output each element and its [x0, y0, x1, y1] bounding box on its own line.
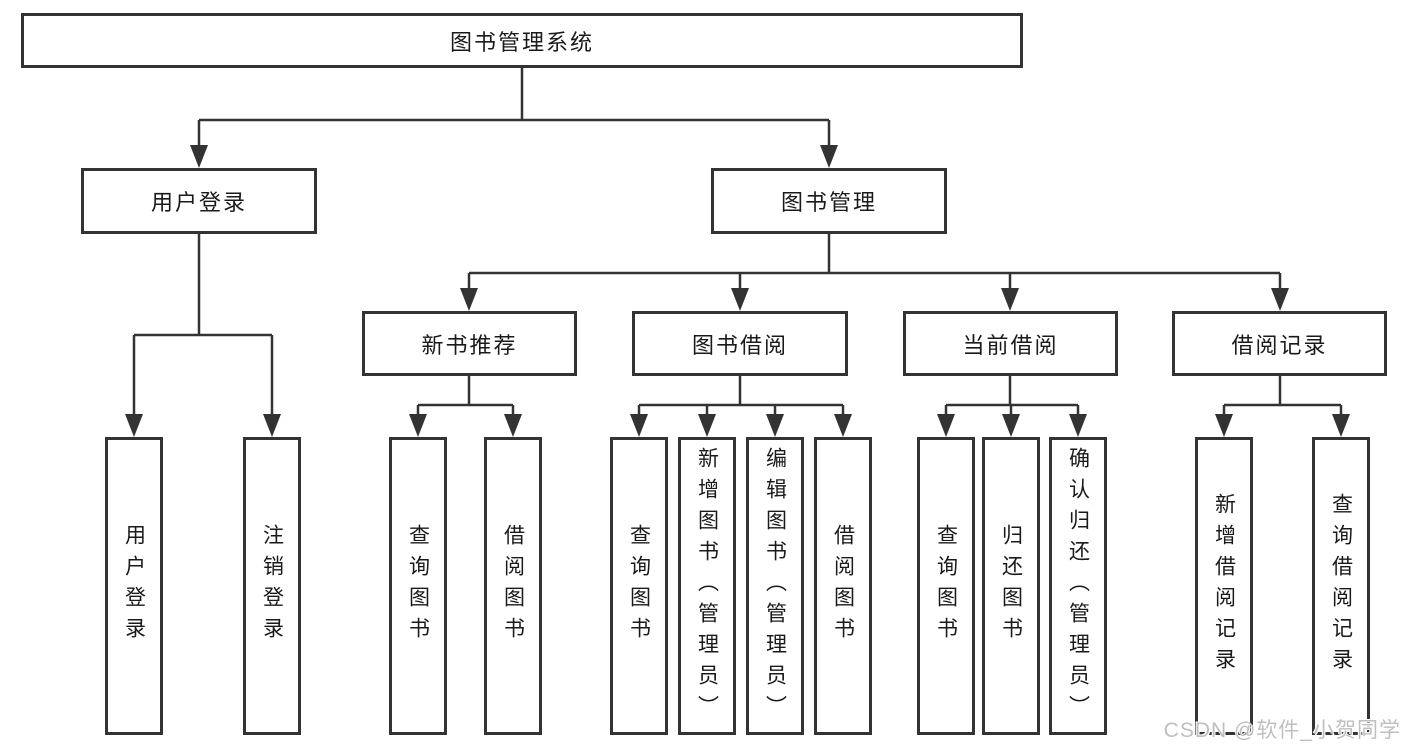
- node-user-login: 用户登录: [81, 168, 317, 234]
- arrow-icon: [1002, 414, 1020, 437]
- arrow-icon: [630, 414, 648, 437]
- leaf-label: 新增图书（管理员）: [695, 446, 719, 726]
- leaf-edit-books-admin: 编辑图书（管理员）: [746, 437, 804, 735]
- arrow-icon: [504, 414, 522, 437]
- node-library-management-system: 图书管理系统: [21, 13, 1023, 68]
- node-new-book-recommend: 新书推荐: [362, 311, 577, 376]
- leaf-query-books-2: 查询图书: [610, 437, 668, 735]
- arrow-icon: [834, 414, 852, 437]
- leaf-confirm-return-admin: 确认归还（管理员）: [1049, 437, 1107, 735]
- arrow-icon: [1001, 288, 1019, 311]
- arrow-icon: [937, 414, 955, 437]
- arrow-icon: [1215, 414, 1233, 437]
- arrow-icon: [1069, 414, 1087, 437]
- leaf-label: 查询图书: [406, 524, 430, 648]
- node-book-borrowing: 图书借阅: [632, 311, 848, 376]
- arrow-icon: [125, 414, 143, 437]
- arrow-icon: [698, 414, 716, 437]
- leaf-user-login: 用户登录: [105, 437, 163, 735]
- leaf-borrow-books-2: 借阅图书: [814, 437, 872, 735]
- leaf-label: 注销登录: [260, 524, 284, 648]
- arrow-icon: [731, 288, 749, 311]
- arrow-icon: [190, 145, 208, 168]
- arrow-icon: [409, 414, 427, 437]
- leaf-query-books-1: 查询图书: [389, 437, 447, 735]
- leaf-label: 查询借阅记录: [1329, 493, 1353, 679]
- leaf-label: 用户登录: [122, 524, 146, 648]
- leaf-query-borrow-record: 查询借阅记录: [1312, 437, 1370, 735]
- leaf-label: 查询图书: [934, 524, 958, 648]
- leaf-label: 确认归还（管理员）: [1066, 446, 1090, 726]
- leaf-label: 新增借阅记录: [1212, 493, 1236, 679]
- leaf-add-books-admin: 新增图书（管理员）: [678, 437, 736, 735]
- leaf-label: 查询图书: [627, 524, 651, 648]
- arrowheads: [125, 145, 1350, 437]
- leaf-label: 借阅图书: [831, 524, 855, 648]
- arrow-icon: [1332, 414, 1350, 437]
- node-book-management: 图书管理: [711, 168, 947, 234]
- node-borrowing-records: 借阅记录: [1172, 311, 1387, 376]
- arrow-icon: [1271, 288, 1289, 311]
- leaf-borrow-books-1: 借阅图书: [484, 437, 542, 735]
- arrow-icon: [263, 414, 281, 437]
- connector-lines: [132, 68, 1343, 419]
- leaf-return-books: 归还图书: [982, 437, 1040, 735]
- leaf-query-books-3: 查询图书: [917, 437, 975, 735]
- leaf-label: 借阅图书: [501, 524, 525, 648]
- leaf-logout: 注销登录: [243, 437, 301, 735]
- csdn-watermark: CSDN @软件_小贺同学: [1163, 719, 1401, 742]
- node-current-borrowing: 当前借阅: [903, 311, 1118, 376]
- leaf-add-borrow-record: 新增借阅记录: [1195, 437, 1253, 735]
- leaf-label: 归还图书: [999, 524, 1023, 648]
- leaf-label: 编辑图书（管理员）: [763, 446, 787, 726]
- arrow-icon: [766, 414, 784, 437]
- arrow-icon: [820, 145, 838, 168]
- arrow-icon: [460, 288, 478, 311]
